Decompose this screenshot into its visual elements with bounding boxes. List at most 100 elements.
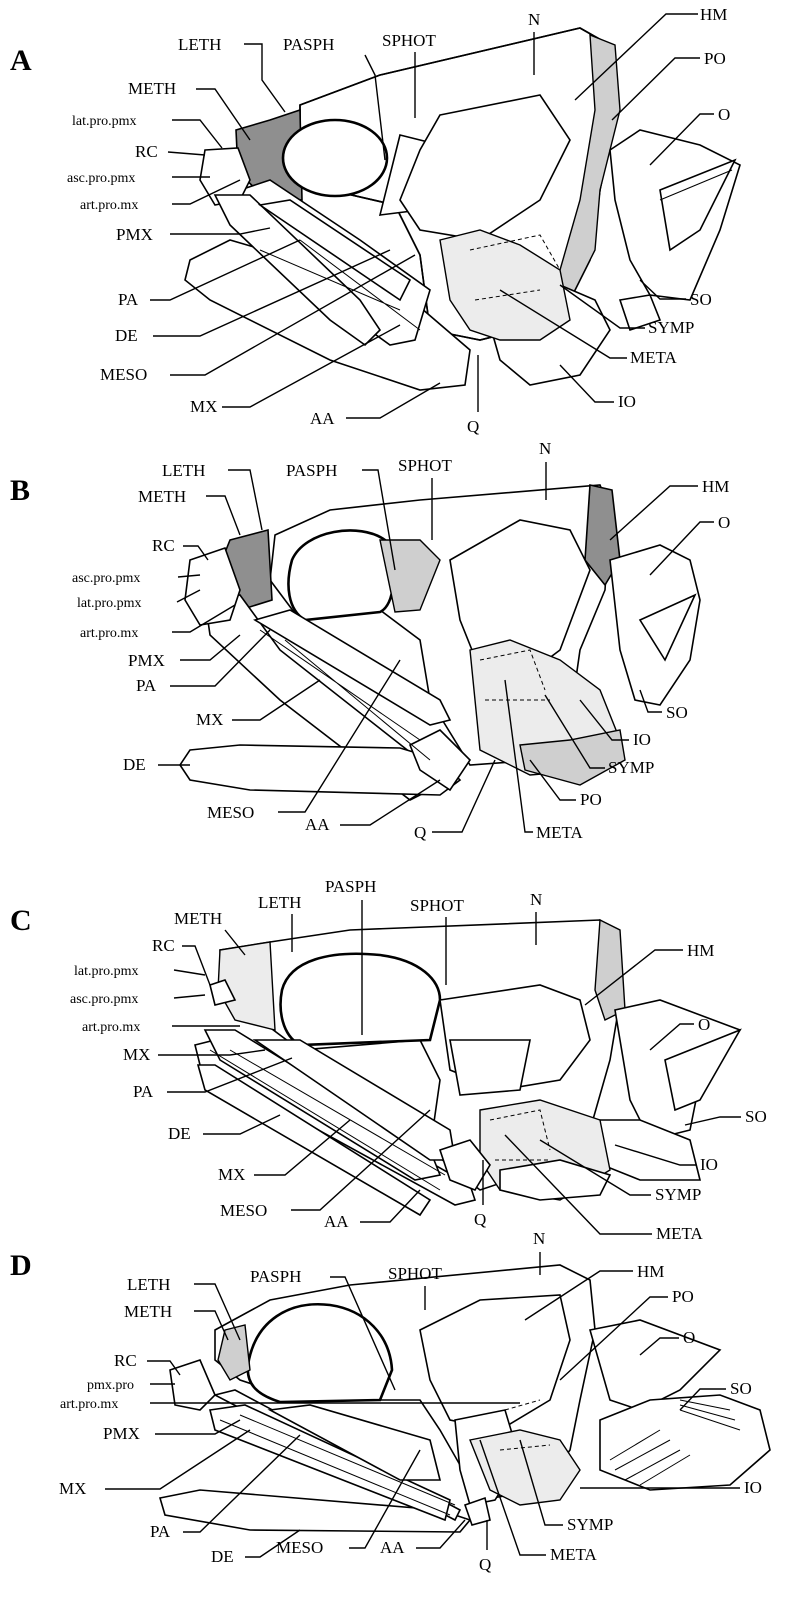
- label-lat-pro-pmx: lat.pro.pmx: [74, 964, 139, 979]
- label-io: IO: [633, 730, 651, 749]
- label-hm: HM: [700, 5, 727, 24]
- label-pa: PA: [150, 1522, 171, 1541]
- leader-meth: [206, 496, 240, 535]
- label-sphot: SPHOT: [398, 456, 452, 475]
- label-pa: PA: [118, 290, 139, 309]
- label-lat-pro-pmx: lat.pro.pmx: [72, 114, 137, 129]
- label-asc-pro-pmx: asc.pro.pmx: [72, 571, 140, 586]
- panel-d: D N PASPH SPHOT: [10, 1229, 770, 1574]
- label-n: N: [530, 890, 542, 909]
- label-de: DE: [168, 1124, 191, 1143]
- label-q: Q: [474, 1210, 486, 1229]
- label-hm: HM: [637, 1262, 664, 1281]
- label-meth: METH: [174, 909, 222, 928]
- label-io: IO: [744, 1478, 762, 1497]
- label-so: SO: [690, 290, 712, 309]
- label-art-pro-mx: art.pro.mx: [80, 626, 138, 641]
- leader-leth: [244, 44, 285, 112]
- label-aa: AA: [310, 409, 335, 428]
- label-po: PO: [580, 790, 602, 809]
- label-asc-pro-pmx: asc.pro.pmx: [67, 171, 135, 186]
- label-rc: RC: [152, 536, 175, 555]
- skull-drawing-c: [195, 920, 740, 1215]
- label-mx: MX: [190, 397, 217, 416]
- label-io: IO: [618, 392, 636, 411]
- label-q: Q: [479, 1555, 491, 1574]
- leader-rc: [168, 152, 205, 155]
- label-leth: LETH: [258, 893, 301, 912]
- label-so: SO: [666, 703, 688, 722]
- label-so: SO: [730, 1379, 752, 1398]
- panel-letter-b: B: [10, 474, 30, 507]
- label-meso: MESO: [220, 1201, 267, 1220]
- label-aa: AA: [380, 1538, 405, 1557]
- label-aa: AA: [305, 815, 330, 834]
- label-de: DE: [115, 326, 138, 345]
- label-art-pro-mx: art.pro.mx: [80, 198, 138, 213]
- label-pa: PA: [133, 1082, 154, 1101]
- label-q: Q: [414, 823, 426, 842]
- label-hm: HM: [687, 941, 714, 960]
- label-hm: HM: [702, 477, 729, 496]
- label-aa: AA: [324, 1212, 349, 1231]
- label-pmx: PMX: [103, 1424, 140, 1443]
- panel-a: A LETH PASPH: [10, 5, 740, 436]
- leader-so: [685, 1117, 741, 1125]
- label-mx-upper: MX: [123, 1045, 150, 1064]
- label-meth: METH: [124, 1302, 172, 1321]
- leader-lat-pro-pmx: [172, 120, 222, 148]
- label-mx: MX: [196, 710, 223, 729]
- label-meta: META: [630, 348, 678, 367]
- label-sphot: SPHOT: [410, 896, 464, 915]
- label-de: DE: [123, 755, 146, 774]
- leader-rc: [182, 946, 210, 985]
- leader-lat-pro-pmx: [174, 970, 205, 975]
- label-n: N: [528, 10, 540, 29]
- label-meth: METH: [138, 487, 186, 506]
- label-art-pro-mx: art.pro.mx: [82, 1020, 140, 1035]
- label-so: SO: [745, 1107, 767, 1126]
- label-pasph: PASPH: [283, 35, 334, 54]
- label-meso: MESO: [207, 803, 254, 822]
- panel-letter-a: A: [10, 44, 32, 77]
- label-meso: MESO: [100, 365, 147, 384]
- label-art-pro-mx: art.pro.mx: [60, 1397, 118, 1412]
- label-lat-pro-pmx: lat.pro.pmx: [77, 596, 142, 611]
- label-symp: SYMP: [608, 758, 654, 777]
- label-mx: MX: [59, 1479, 86, 1498]
- panel-letter-d: D: [10, 1249, 32, 1282]
- label-symp: SYMP: [648, 318, 694, 337]
- label-sphot: SPHOT: [388, 1264, 442, 1283]
- label-po: PO: [672, 1287, 694, 1306]
- label-pasph: PASPH: [325, 877, 376, 896]
- leader-leth: [228, 470, 262, 530]
- panel-letter-c: C: [10, 904, 32, 937]
- label-pmx: PMX: [116, 225, 153, 244]
- label-o: O: [718, 513, 730, 532]
- leader-hm: [610, 486, 698, 540]
- label-n: N: [539, 439, 551, 458]
- panel-c: C PASPH METH LETH: [10, 877, 767, 1243]
- label-asc-pro-pmx: asc.pro.pmx: [70, 992, 138, 1007]
- label-meso: MESO: [276, 1538, 323, 1557]
- label-rc: RC: [114, 1351, 137, 1370]
- label-mx-lower: MX: [218, 1165, 245, 1184]
- label-o: O: [718, 105, 730, 124]
- label-sphot: SPHOT: [382, 31, 436, 50]
- label-po: PO: [704, 49, 726, 68]
- label-rc: RC: [135, 142, 158, 161]
- leader-po: [612, 58, 700, 120]
- label-de: DE: [211, 1547, 234, 1566]
- label-leth: LETH: [162, 461, 205, 480]
- label-pmx: PMX: [128, 651, 165, 670]
- label-meta: META: [536, 823, 584, 842]
- label-leth: LETH: [127, 1275, 170, 1294]
- label-io: IO: [700, 1155, 718, 1174]
- panel-b: B LETH PASPH SPHOT N: [10, 439, 730, 842]
- label-pasph: PASPH: [286, 461, 337, 480]
- label-o: O: [698, 1015, 710, 1034]
- label-leth: LETH: [178, 35, 221, 54]
- label-symp: SYMP: [655, 1185, 701, 1204]
- label-meth: METH: [128, 79, 176, 98]
